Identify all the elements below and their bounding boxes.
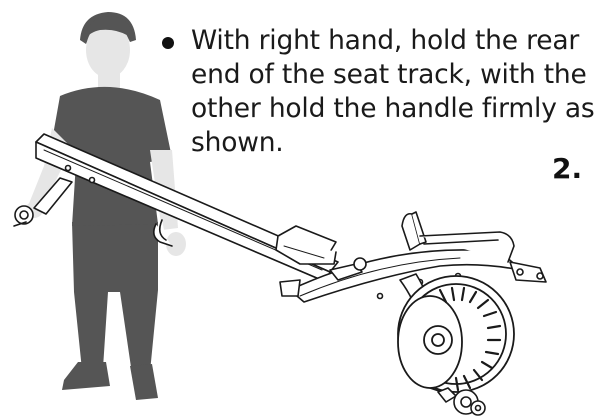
- person-legs: [72, 222, 158, 374]
- footrest: [401, 211, 515, 263]
- front-stabilizer: [13, 177, 73, 227]
- step-number: 2.: [552, 152, 583, 185]
- rowing-machine: [13, 133, 547, 416]
- seat-rail: [35, 133, 339, 283]
- fan-wheel: [397, 275, 515, 393]
- seat: [275, 225, 337, 265]
- person-head: [86, 22, 130, 78]
- person-right-shoe: [130, 364, 158, 400]
- person-left-hand: [166, 232, 186, 256]
- instruction-bullet: With right hand, hold the rear end of th…: [158, 24, 598, 160]
- instruction-text: With right hand, hold the rear end of th…: [191, 25, 595, 158]
- bullet-icon: [162, 37, 174, 49]
- person-hair-top: [84, 16, 134, 40]
- handle-bar: [152, 219, 173, 247]
- transport-wheels: [437, 387, 486, 416]
- person-left-shoe: [62, 362, 110, 390]
